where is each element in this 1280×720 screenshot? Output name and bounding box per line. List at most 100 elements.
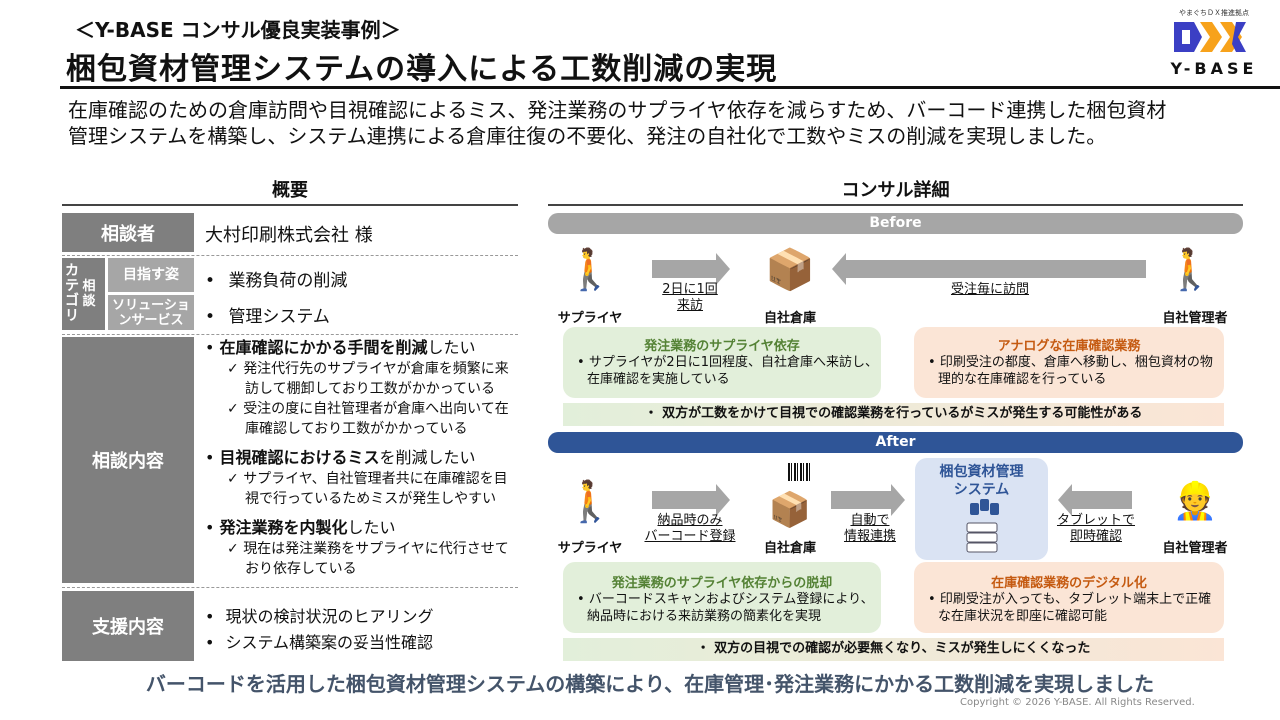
dx-logo-icon	[1174, 22, 1246, 52]
arrow-left-icon	[832, 253, 1146, 285]
supplier-label: サプライヤ	[557, 311, 623, 326]
content-item: • 目視確認におけるミスを削減したい	[205, 448, 476, 467]
arrow-right-icon	[652, 484, 730, 516]
logo-name: Y-BASE	[1170, 59, 1258, 78]
arrow-text: 情報連携	[843, 529, 896, 544]
content-item: • 発注業務を内製化したい	[205, 518, 396, 537]
after-bar: After	[548, 432, 1243, 453]
check-item: ✓ サプライヤ、自社管理者共に在庫確認を目視で行っているためミスが発生しやすい	[227, 471, 508, 507]
content-rest: したい	[427, 338, 476, 357]
barcode-icon	[788, 463, 812, 481]
logo-tagline: やまぐちＤＸ推進拠点	[1179, 9, 1249, 17]
arrow-text: 2日に1回	[662, 282, 718, 297]
boxes-icon: 📦	[765, 247, 815, 293]
box-text-content: 印刷受注が入っても、タブレット端末上で正確な在庫状況を即座に確認可能	[938, 592, 1212, 624]
arrow-label: 自動で情報連携	[830, 513, 910, 545]
system-title: システム	[953, 482, 1010, 498]
content-list: • 在庫確認にかかる手間を削減したい ✓ 発注代行先のサプライヤが倉庫を頻繁に来…	[205, 337, 515, 579]
title-divider	[60, 86, 1280, 89]
walking-person-icon: 🚶	[565, 247, 615, 293]
check-text: 発注代行先のサプライヤが倉庫を頻繁に来訪して棚卸しており工数がかかっている	[243, 361, 509, 397]
intro-text: 在庫確認のための倉庫訪問や目視確認によるミス、発注業務のサプライヤ依存を減らすた…	[68, 97, 1248, 149]
box-title: 発注業務のサプライヤ依存からの脱却	[611, 576, 833, 591]
content-rest: したい	[347, 518, 396, 537]
divider	[62, 334, 518, 335]
arrow-text: 自動で	[850, 513, 890, 528]
goal-label: 目指す姿	[108, 258, 194, 292]
slide-title: 梱包資材管理システムの導入による工数削減の実現	[66, 52, 778, 87]
solution-value: • 管理システム	[205, 307, 330, 327]
arrow-label: 納品時のみバーコード登録	[640, 513, 740, 545]
support-text: 現状の検討状況のヒアリング	[225, 607, 434, 626]
walking-person-icon: 🚶	[565, 479, 615, 525]
check-text: サプライヤ、自社管理者共に在庫確認を目視で行っているためミスが発生しやすい	[243, 471, 508, 507]
check-item: ✓ 発注代行先のサプライヤが倉庫を頻繁に来訪して棚卸しており工数がかかっている	[227, 361, 509, 397]
support-label: 支援内容	[62, 591, 194, 661]
content-label: 相談内容	[62, 337, 194, 583]
after-summary: ・ 双方の目視での確認が必要無くなり、ミスが発生しにくくなった	[563, 638, 1224, 661]
support-item: • システム構築案の妥当性確認	[205, 633, 434, 652]
system-box: 梱包資材管理 システム	[915, 458, 1048, 560]
box-text: • バーコードスキャンおよびシステム登録により、納品時における来訪業務の簡素化を…	[577, 592, 874, 624]
logo: やまぐちＤＸ推進拠点 Y-BASE	[1166, 8, 1262, 86]
before-summary: ・ 双方が工数をかけて目視での確認業務を行っているがミスが発生する可能性がある	[563, 403, 1224, 426]
detail-underline	[548, 204, 1243, 206]
arrow-right-icon	[652, 253, 730, 285]
box-text-content: サプライヤが2日に1回程度、自社倉庫へ来訪し、在庫確認を実施している	[587, 355, 878, 387]
slide-subtitle: ＜Y-BASE コンサル優良実装事例＞	[75, 18, 401, 42]
box-text: • 印刷受注の都度、倉庫へ移動し、梱包資材の物理的な在庫確認を行っている	[928, 355, 1213, 387]
goal-text: 業務負荷の削減	[228, 271, 348, 291]
arrow-label: タブレットで即時確認	[1056, 513, 1136, 545]
box-title: 発注業務のサプライヤ依存	[644, 339, 800, 354]
conclusion: バーコードを活用した梱包資材管理システムの構築により、在庫管理･発注業務にかかる…	[145, 672, 1155, 696]
content-bold: 目視確認におけるミス	[219, 448, 380, 467]
content-bold: 発注業務を内製化	[219, 518, 348, 537]
manager-label: 自社管理者	[1162, 311, 1228, 326]
check-text: 現在は発注業務をサプライヤに代行させており依存している	[243, 541, 509, 577]
support-text: システム構築案の妥当性確認	[225, 633, 434, 652]
check-item: ✓ 受注の度に自社管理者が倉庫へ出向いて在庫確認しており工数がかかっている	[227, 401, 509, 437]
overview-underline	[62, 204, 518, 206]
walking-person-icon: 🚶	[1165, 247, 1215, 293]
arrow-left-icon	[1058, 484, 1132, 516]
intro-line: 管理システムを構築し、システム連携による倉庫往復の不要化、発注の自社化で工数やミ…	[68, 124, 1107, 148]
arrow-right-icon	[831, 484, 905, 516]
manager-label: 自社管理者	[1162, 541, 1228, 556]
arrow-text: 即時確認	[1069, 529, 1122, 544]
arrow-text: 来訪	[676, 298, 703, 313]
warehouse-label: 自社倉庫	[763, 311, 816, 326]
box-title: アナログな在庫確認業務	[997, 339, 1141, 354]
before-manager-box: アナログな在庫確認業務 • 印刷受注の都度、倉庫へ移動し、梱包資材の物理的な在庫…	[914, 327, 1224, 398]
box-text-content: 印刷受注の都度、倉庫へ移動し、梱包資材の物理的な在庫確認を行っている	[938, 355, 1213, 387]
copyright: Copyright © 2026 Y-BASE. All Rights Rese…	[960, 697, 1195, 708]
solution-text: 管理システム	[228, 307, 330, 327]
after-supplier-box: 発注業務のサプライヤ依存からの脱却 • バーコードスキャンおよびシステム登録によ…	[563, 562, 881, 633]
check-text: 受注の度に自社管理者が倉庫へ出向いて在庫確認しており工数がかかっている	[243, 401, 509, 437]
arrow-text: タブレットで	[1056, 513, 1135, 528]
before-bar: Before	[548, 213, 1243, 234]
client-name: 大村印刷株式会社 様	[205, 225, 373, 246]
arrow-text: バーコード登録	[644, 529, 736, 544]
check-item: ✓ 現在は発注業務をサプライヤに代行させており依存している	[227, 541, 509, 577]
divider	[62, 255, 518, 256]
box-text: • 印刷受注が入っても、タブレット端末上で正確な在庫状況を即座に確認可能	[928, 592, 1212, 624]
box-text: • サプライヤが2日に1回程度、自社倉庫へ来訪し、在庫確認を実施している	[577, 355, 878, 387]
arrow-label: 2日に1回来訪	[650, 282, 730, 314]
boxes-icon: 📦	[768, 490, 812, 530]
before-supplier-box: 発注業務のサプライヤ依存 • サプライヤが2日に1回程度、自社倉庫へ来訪し、在庫…	[563, 327, 881, 398]
box-text-content: バーコードスキャンおよびシステム登録により、納品時における来訪業務の簡素化を実現	[587, 592, 874, 624]
support-item: • 現状の検討状況のヒアリング	[205, 607, 434, 626]
content-rest: を削減したい	[379, 448, 476, 467]
category-sub-text: 相談	[82, 279, 96, 309]
detail-heading: コンサル詳細	[841, 180, 950, 201]
server-icon	[966, 499, 999, 553]
category-text: カテゴリ	[65, 263, 79, 324]
arrow-text: 納品時のみ	[657, 513, 723, 528]
system-title: 梱包資材管理	[939, 464, 1024, 480]
content-bold: 在庫確認にかかる手間を削減	[219, 338, 428, 357]
divider	[62, 587, 518, 588]
solution-label: ソリューションサービス	[108, 295, 194, 330]
person-tablet-icon: 👷	[1172, 481, 1218, 522]
supplier-label: サプライヤ	[557, 541, 623, 556]
goal-value: • 業務負荷の削減	[205, 271, 348, 291]
